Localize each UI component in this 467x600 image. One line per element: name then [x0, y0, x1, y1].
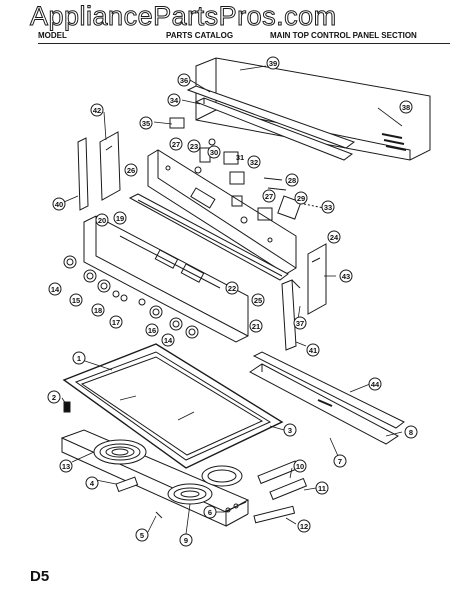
callout-numbers: 1 2 3 4 5 6 7 8 9 10 11 12 13 14 14 15 1…: [51, 59, 413, 545]
callout-37: 37: [296, 319, 304, 328]
switch-cluster: [169, 117, 335, 224]
callout-31: 31: [236, 153, 244, 162]
callout-41: 41: [309, 346, 317, 355]
callout-12: 12: [300, 522, 308, 531]
callout-43: 43: [342, 272, 350, 281]
control-knobs: [63, 255, 199, 339]
callout-28: 28: [288, 176, 296, 185]
backguard-panel: [195, 57, 431, 161]
control-panel-face: [83, 215, 249, 343]
callout-14-right: 14: [164, 336, 173, 345]
page-code: D5: [30, 568, 50, 585]
surface-elements: [93, 439, 243, 505]
callout-4: 4: [90, 479, 95, 488]
callout-35: 35: [142, 119, 150, 128]
callout-26: 26: [127, 166, 135, 175]
callout-8: 8: [409, 428, 413, 437]
catalog-header: MODEL PARTS CATALOG MAIN TOP CONTROL PAN…: [38, 31, 448, 43]
callout-39: 39: [269, 59, 277, 68]
header-rule: [38, 43, 450, 44]
left-side-brackets: [77, 131, 121, 211]
header-model: MODEL: [38, 31, 67, 40]
callout-30: 30: [210, 148, 218, 157]
callout-27-lower: 27: [265, 192, 273, 201]
callout-14-left: 14: [51, 285, 60, 294]
callout-25: 25: [254, 296, 262, 305]
control-bracket: [147, 149, 297, 275]
callout-24: 24: [330, 233, 339, 242]
callout-6: 6: [208, 508, 212, 517]
callout-23: 23: [190, 142, 198, 151]
callout-32: 32: [250, 158, 258, 167]
retaining-clip: [63, 401, 71, 413]
callout-5: 5: [140, 531, 144, 540]
callout-11: 11: [318, 484, 326, 493]
callout-2: 2: [52, 393, 56, 402]
callout-20: 20: [98, 216, 106, 225]
upper-trim-strip: [186, 85, 356, 161]
callout-29: 29: [297, 194, 305, 203]
callout-13: 13: [62, 462, 70, 471]
callout-circles: [47, 56, 418, 547]
callout-10: 10: [296, 462, 304, 471]
callout-leaders: [61, 65, 403, 535]
callout-16: 16: [148, 326, 156, 335]
callout-42: 42: [93, 106, 101, 115]
callout-22: 22: [228, 284, 236, 293]
callout-3: 3: [288, 426, 292, 435]
front-trim-rail: [249, 351, 405, 445]
callout-1: 1: [77, 354, 81, 363]
right-side-brackets: [281, 243, 327, 351]
terminal-blocks: [115, 460, 308, 524]
callout-40: 40: [55, 200, 63, 209]
watermark-logo: AppliancePartsPros.com: [30, 1, 337, 31]
callout-9: 9: [184, 536, 188, 545]
callout-19: 19: [116, 214, 124, 223]
header-section: MAIN TOP CONTROL PANEL SECTION: [270, 31, 417, 40]
callout-17: 17: [112, 318, 120, 327]
callout-33: 33: [324, 203, 332, 212]
callout-7: 7: [338, 457, 342, 466]
callout-44: 44: [371, 380, 380, 389]
callout-34: 34: [170, 96, 179, 105]
callout-36: 36: [180, 76, 188, 85]
panel-brace: [128, 193, 289, 281]
callout-21: 21: [252, 322, 260, 331]
callout-15: 15: [72, 296, 80, 305]
header-catalog: PARTS CATALOG: [166, 31, 234, 40]
main-top-frame: [62, 343, 284, 469]
callout-38: 38: [402, 103, 410, 112]
callout-18: 18: [94, 306, 102, 315]
callout-27-upper: 27: [172, 140, 180, 149]
